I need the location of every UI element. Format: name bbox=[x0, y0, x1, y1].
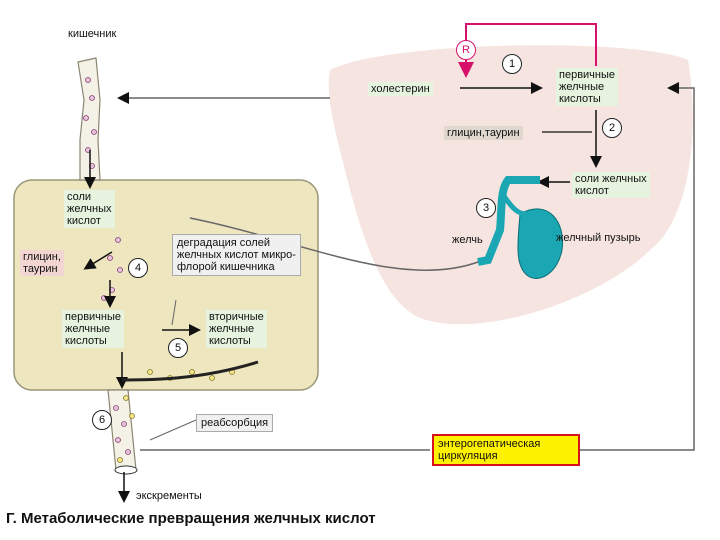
step-1-marker: 1 bbox=[502, 54, 522, 74]
bile-label: желчь bbox=[452, 234, 483, 246]
intestine-tube-top bbox=[77, 57, 101, 181]
degradation-label: деградация солей желчных кислот микро- ф… bbox=[172, 234, 301, 276]
bile-salts-liver-label: соли желчных кислот bbox=[572, 172, 650, 198]
glycine-taurine-gut-label: глицин, таурин bbox=[20, 250, 64, 276]
glycine-taurine-liver-label: глицин,таурин bbox=[444, 126, 523, 140]
step-4-marker: 4 bbox=[128, 258, 148, 278]
bile-duct bbox=[477, 176, 540, 266]
excrement-label: экскременты bbox=[136, 490, 202, 502]
bile-salts-gut-label: соли желчных кислот bbox=[64, 190, 115, 228]
intestine-opening bbox=[114, 465, 138, 475]
primary-acids-liver-label: первичные желчные кислоты bbox=[556, 68, 619, 106]
gallbladder-label: желчный пузырь bbox=[556, 232, 641, 244]
step-5-marker: 5 bbox=[168, 338, 188, 358]
primary-acids-gut-label: первичные желчные кислоты bbox=[62, 310, 125, 348]
cholesterol-label: холестерин bbox=[368, 82, 433, 96]
gallbladder-shape bbox=[517, 208, 564, 279]
intestine-region bbox=[13, 179, 319, 391]
bile-acid-dots bbox=[83, 77, 131, 455]
regulation-marker: R bbox=[456, 40, 476, 60]
intestine-label: кишечник bbox=[68, 28, 117, 40]
figure-caption: Г. Метаболические превращения желчных ки… bbox=[6, 510, 376, 527]
secondary-acids-label: вторичные желчные кислоты bbox=[206, 310, 267, 348]
step-6-marker: 6 bbox=[92, 410, 112, 430]
enterohepatic-label: энтерогепатическая циркуляция bbox=[432, 434, 580, 466]
step-3-marker: 3 bbox=[476, 198, 496, 218]
reabsorption-label: реабсорбция bbox=[196, 414, 274, 432]
liver-region bbox=[328, 45, 693, 325]
step-2-marker: 2 bbox=[602, 118, 622, 138]
